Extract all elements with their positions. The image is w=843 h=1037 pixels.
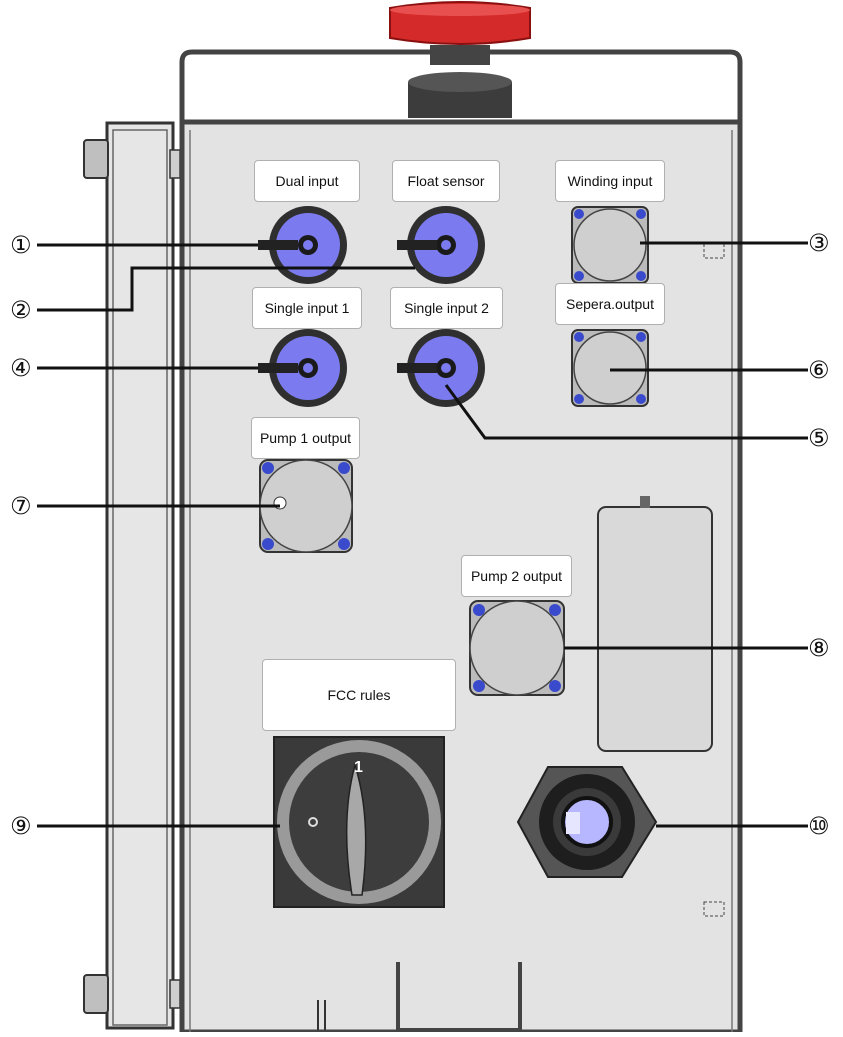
pump-1-output-connector: [259, 459, 353, 553]
leader-lines: [37, 241, 808, 828]
label-pump-2-output: Pump 2 output: [461, 555, 572, 597]
callout-8: ⑧: [808, 634, 830, 662]
callout-7: ⑦: [10, 492, 32, 520]
callout-6: ⑥: [808, 356, 830, 384]
callout-3: ③: [808, 229, 830, 257]
label-winding-input: Winding input: [555, 160, 665, 202]
label-dual-input: Dual input: [254, 160, 360, 202]
float-sensor-connector: [397, 206, 485, 284]
callout-2: ②: [10, 296, 32, 324]
blank-plate: [597, 506, 713, 752]
label-pump-1-output: Pump 1 output: [251, 417, 360, 459]
switch-position-mark: 1: [354, 759, 363, 776]
door-panel: [83, 121, 181, 1030]
callout-4: ④: [10, 354, 32, 382]
pump-2-output-connector: [469, 600, 565, 696]
callout-5: ⑤: [808, 424, 830, 452]
rotary-switch-icon[interactable]: [273, 736, 445, 908]
single-input-1-connector: [258, 329, 347, 407]
winding-input-connector: [571, 206, 649, 284]
separa-output-connector: [571, 329, 649, 407]
label-float-sensor: Float sensor: [392, 160, 500, 202]
label-separa-output: Sepera.output: [555, 283, 665, 325]
callout-10: ⑩: [808, 812, 830, 840]
cable-gland-icon: [516, 766, 658, 878]
emergency-stop-icon[interactable]: [389, 1, 531, 118]
label-single-input-1: Single input 1: [252, 287, 362, 329]
single-input-2-connector: [397, 329, 485, 407]
dual-input-connector: [258, 206, 347, 284]
label-fcc-rules: FCC rules: [262, 659, 456, 731]
callout-1: ①: [10, 231, 32, 259]
label-single-input-2: Single input 2: [390, 287, 503, 329]
callout-9: ⑨: [10, 812, 32, 840]
bottom-bracket: [396, 962, 522, 1032]
